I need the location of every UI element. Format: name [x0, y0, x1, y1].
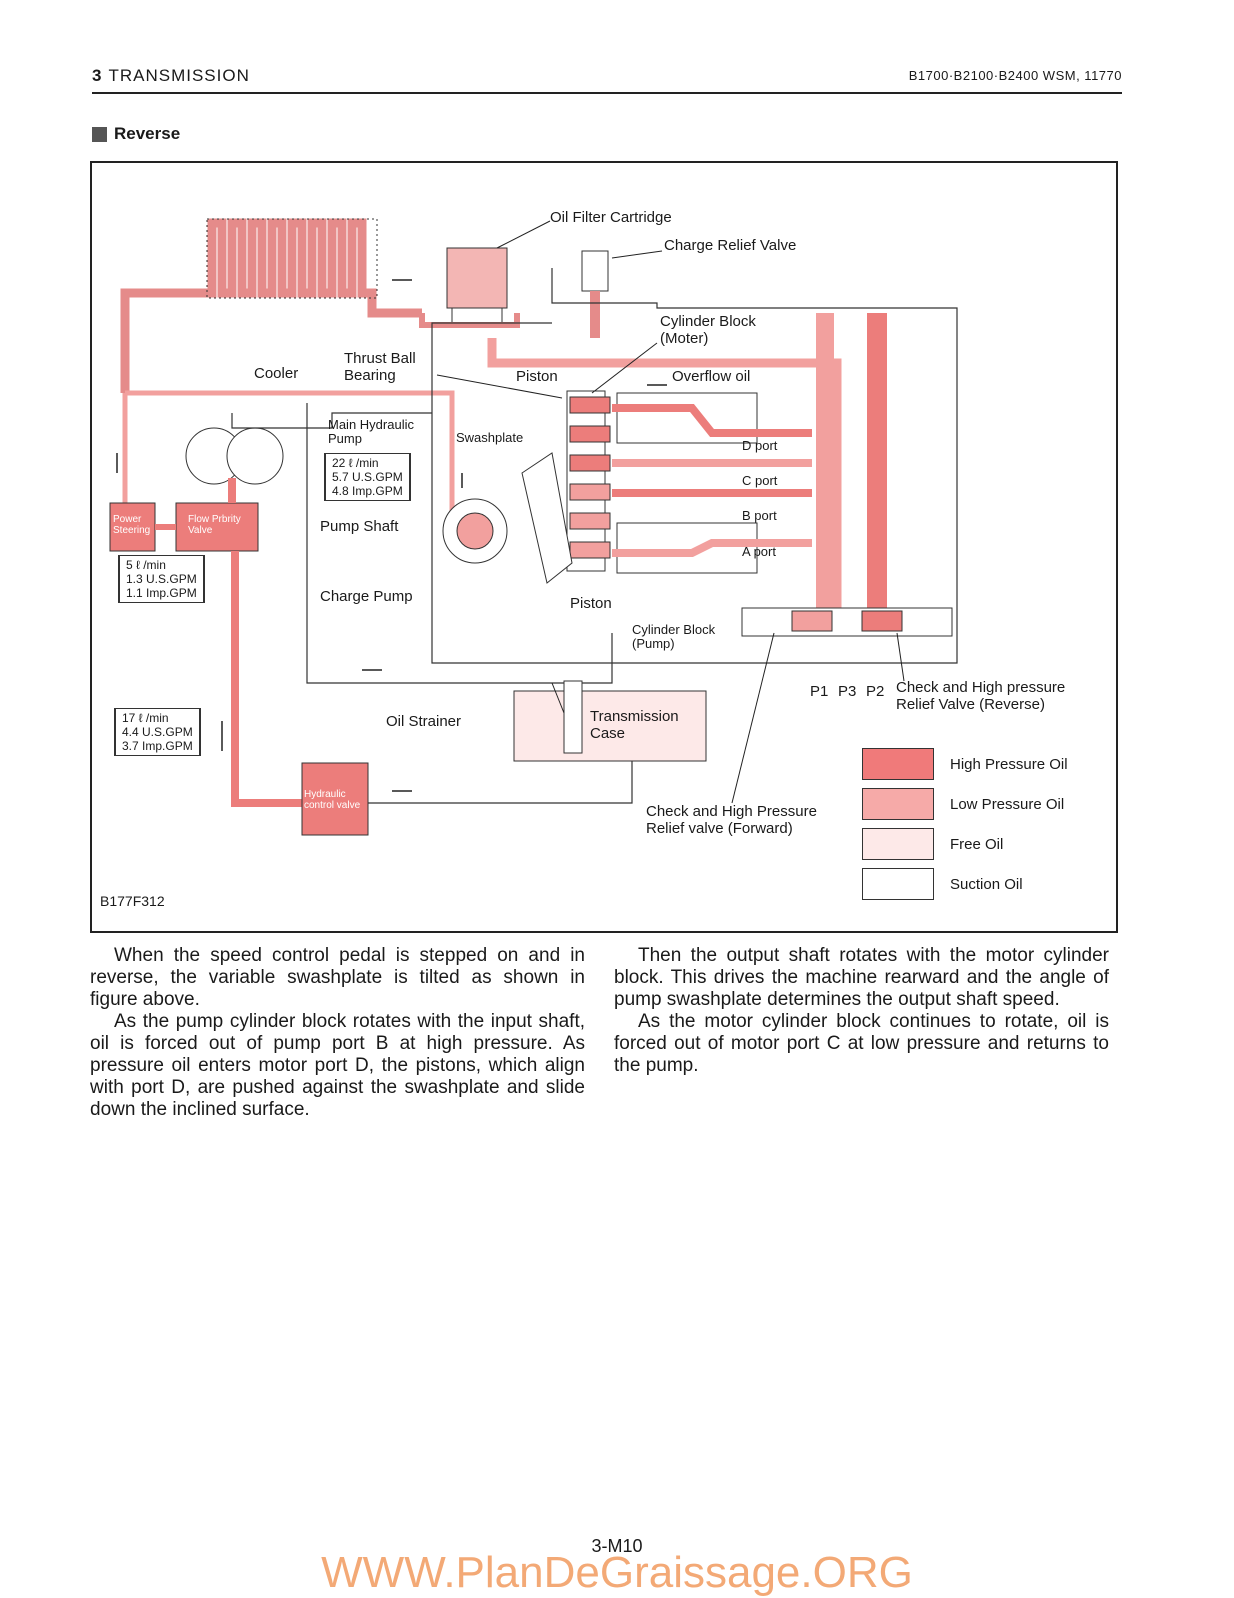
check-relief-forward-label: Check and High Pressure Relief valve (Fo…	[646, 803, 817, 837]
main-hydraulic-pump-label: Main Hydraulic Pump	[328, 417, 414, 446]
legend-free-oil: Free Oil	[862, 828, 1003, 860]
c-port-label: C port	[742, 473, 778, 488]
p3-label: P3	[838, 683, 857, 700]
d-port-label: D port	[742, 438, 778, 453]
hydraulic-circuit-figure: Oil Filter Cartridge Charge Relief Valve…	[90, 161, 1118, 933]
piston-bottom-label: Piston	[570, 595, 612, 612]
cylinder-block-motor-label: Cylinder Block (Moter)	[660, 313, 756, 347]
pump-housing-outline	[431, 268, 958, 664]
legend-swatch-high	[862, 748, 934, 780]
main-pump-gear-right	[226, 427, 284, 485]
body-left-paragraph-1: When the speed control pedal is stepped …	[90, 945, 585, 1010]
check-relief-reverse-label: Check and High pressure Relief Valve (Re…	[896, 679, 1066, 713]
section-number: 3	[92, 66, 103, 85]
legend-high-pressure: High Pressure Oil	[862, 748, 1068, 780]
legend-suction-oil: Suction Oil	[862, 868, 1023, 900]
control-valve-flow-box: 17 ℓ /min 4.4 U.S.GPM 3.7 Imp.GPM	[114, 708, 201, 756]
section-name: TRANSMISSION	[108, 66, 250, 85]
thrust-ball-bearing-label: Thrust Ball Bearing	[344, 350, 416, 384]
subheading: Reverse	[92, 124, 180, 144]
figure-id: B177F312	[100, 893, 165, 909]
swashplate-graphic	[521, 452, 573, 584]
power-steering-label: Power Steering	[113, 514, 151, 536]
body-left-paragraph-2: As the pump cylinder block rotates with …	[90, 1011, 585, 1120]
legend-swatch-free	[862, 828, 934, 860]
page-header: 3 TRANSMISSION B1700·B2100·B2400 WSM, 117…	[92, 66, 1122, 94]
transmission-case-label: Transmission Case	[590, 708, 679, 742]
legend-swatch-low	[862, 788, 934, 820]
page-number: 3-M10	[591, 1536, 643, 1556]
hydraulic-control-valve-box	[301, 762, 369, 836]
legend-label-high: High Pressure Oil	[950, 755, 1068, 773]
swashplate-label: Swashplate	[456, 430, 524, 445]
charge-relief-valve-label: Charge Relief Valve	[664, 237, 797, 254]
circuit-diagram	[109, 218, 958, 836]
cooler-label: Cooler	[254, 365, 299, 382]
document-reference: B1700·B2100·B2400 WSM, 11770	[908, 68, 1122, 83]
legend-low-pressure: Low Pressure Oil	[862, 788, 1064, 820]
upper-low-pressure-line	[487, 338, 842, 633]
flow-priority-valve-box	[175, 502, 259, 552]
b-port-label: B port	[742, 508, 777, 523]
oil-filter-cartridge-label: Oil Filter Cartridge	[550, 209, 672, 226]
body-right-column: Then the output shaft rotates with the m…	[614, 945, 1109, 1077]
section-title: 3 TRANSMISSION	[92, 66, 250, 86]
cooler-outline	[206, 218, 378, 299]
p2-label: P2	[866, 683, 885, 700]
legend-label-free: Free Oil	[950, 835, 1004, 853]
transmission-case-graphic	[513, 690, 707, 762]
cooler-graphic	[120, 218, 422, 393]
legend-label-suction: Suction Oil	[950, 875, 1023, 893]
steering-flow-box: 5 ℓ /min 1.3 U.S.GPM 1.1 Imp.GPM	[118, 555, 205, 603]
overflow-oil-label: Overflow oil	[672, 368, 751, 385]
a-port-line	[612, 539, 812, 557]
body-right-paragraph-1: Then the output shaft rotates with the m…	[614, 945, 1109, 1010]
bullet-square-icon	[92, 126, 107, 142]
oil-strainer-graphic	[563, 680, 583, 754]
charge-relief-valve-graphic	[581, 250, 609, 292]
cylinder-block-graphic	[566, 390, 758, 574]
piston-top-label: Piston	[516, 368, 558, 385]
oil-filter-graphic	[446, 247, 508, 309]
body-left-column: When the speed control pedal is stepped …	[90, 945, 585, 1121]
oil-strainer-label: Oil Strainer	[386, 713, 462, 730]
hydraulic-control-valve-label: Hydraulic control valve	[304, 789, 361, 811]
flow-priority-valve-label: Flow Prbrity Valve	[188, 514, 241, 536]
control-valve-supply-line	[231, 551, 302, 807]
body-right-paragraph-2: As the motor cylinder block continues to…	[614, 1011, 1109, 1076]
main-pump-flow-box: 22 ℓ /min 5.7 U.S.GPM 4.8 Imp.GPM	[324, 453, 411, 501]
pump-shaft-label: Pump Shaft	[320, 518, 399, 535]
charge-pump-label: Charge Pump	[320, 588, 413, 605]
legend-swatch-suction	[862, 868, 934, 900]
d-port-line	[612, 404, 812, 437]
cylinder-block-pump-label: Cylinder Block (Pump)	[632, 622, 716, 651]
low-pressure-return-line	[125, 390, 455, 533]
legend-label-low: Low Pressure Oil	[950, 795, 1065, 813]
subheading-text: Reverse	[114, 124, 181, 143]
a-port-label: A port	[742, 544, 776, 559]
check-valve-block	[741, 607, 953, 637]
watermark: WWW.PlanDeGraissage.ORG	[321, 1548, 913, 1597]
p1-label: P1	[810, 683, 829, 700]
